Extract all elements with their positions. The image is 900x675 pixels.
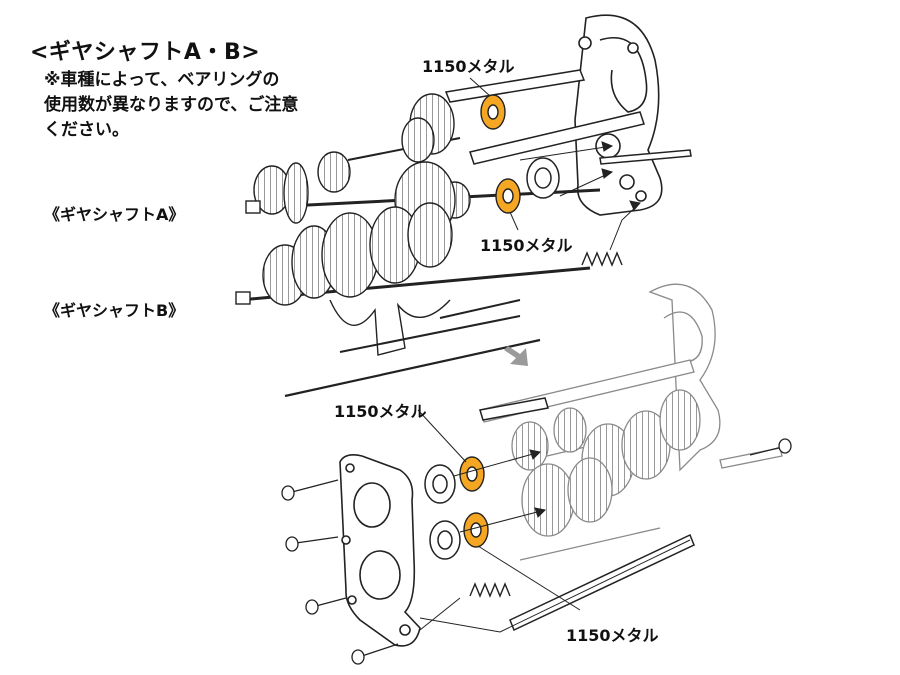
top-gearbox-plate	[574, 14, 663, 216]
bottom-bearing-1	[424, 464, 456, 504]
top-bearing	[526, 157, 560, 199]
top-rods	[347, 69, 692, 165]
assembled-gearbox-ghost	[479, 283, 783, 561]
top-spring	[581, 251, 623, 267]
bottom-bearing-2	[429, 520, 461, 560]
metal-label-bottom-1: 1150メタル	[334, 402, 427, 421]
caution-note: ※車種によって、ベアリングの 使用数が異なりますので、ご注意 ください。	[44, 68, 364, 143]
gear-shaft-a-label: 《ギヤシャフトA》	[44, 205, 185, 224]
metal-label-top-2: 1150メタル	[480, 236, 573, 255]
gear-shaft-b-label: 《ギヤシャフトB》	[44, 301, 185, 320]
metal-label-bottom-2: 1150メタル	[566, 626, 659, 645]
caution-note-line: 使用数が異なりますので、ご注意	[44, 95, 299, 115]
top-leader-lines	[469, 77, 641, 251]
bottom-leader-lines	[417, 409, 691, 633]
metal-bushing-top-1	[480, 94, 506, 130]
screws	[281, 438, 792, 665]
assembly-arrow-icon	[504, 346, 528, 366]
metal-bushing-bottom-1	[459, 456, 485, 492]
page-title: <ギヤシャフトA・B>	[30, 40, 261, 65]
metal-bushing-top-2	[495, 178, 521, 214]
caution-note-line: ※車種によって、ベアリングの	[44, 70, 280, 90]
metal-bushing-bottom-2	[463, 512, 489, 548]
bottom-spring	[469, 582, 511, 598]
gear-shaft-b	[235, 202, 591, 398]
front-gearbox-plate	[339, 454, 421, 647]
metal-label-top-1: 1150メタル	[422, 57, 515, 76]
caution-note-line: ください。	[44, 120, 129, 140]
